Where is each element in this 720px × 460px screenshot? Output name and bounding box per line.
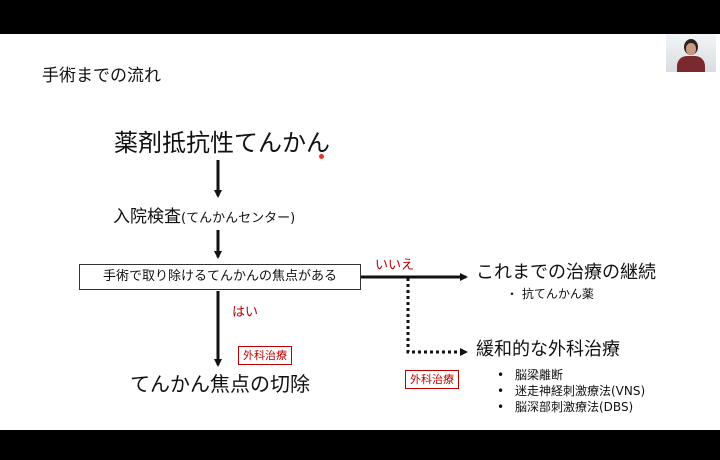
flow-arrows <box>214 160 468 367</box>
palliative-surgery-list: • 脳梁離断 • 迷走神経刺激療法(VNS) • 脳深部刺激療法(DBS) <box>497 367 645 415</box>
slide-title: 手術までの流れ <box>42 66 161 86</box>
surgery-tag-right: 外科治療 <box>405 370 459 389</box>
list-item-label: 脳深部刺激療法(DBS) <box>515 400 634 414</box>
bullet-icon: ・ <box>506 287 522 301</box>
step-hospital-exam: 入院検査(てんかんセンター) <box>113 209 295 226</box>
no-label: いいえ <box>375 258 415 273</box>
main-heading: 薬剤抵抗性てんかん <box>114 129 330 157</box>
decision-box: 手術で取り除けるてんかんの焦点がある <box>79 264 361 290</box>
presenter-body <box>677 56 705 72</box>
list-item-label: 迷走神経刺激療法(VNS) <box>515 384 646 398</box>
bullet-icon: • <box>497 368 505 382</box>
webcam-thumbnail[interactable] <box>666 34 716 72</box>
list-item-label: 脳梁離断 <box>515 368 564 382</box>
continue-treatment-item-label: 抗てんかん薬 <box>521 287 594 301</box>
dotted-arrow-icon <box>406 278 468 356</box>
list-item: • 迷走神経刺激療法(VNS) <box>497 383 645 399</box>
continue-treatment-item: ・ 抗てんかん薬 <box>506 288 594 300</box>
laser-pointer-dot <box>319 154 324 159</box>
bullet-icon: • <box>497 384 505 398</box>
palliative-surgery-heading: 緩和的な外科治療 <box>476 339 620 360</box>
list-item: • 脳梁離断 <box>497 367 645 383</box>
yes-label: はい <box>232 305 259 320</box>
step-hospital-exam-main: 入院検査 <box>113 207 181 227</box>
continue-treatment-heading: これまでの治療の継続 <box>476 262 656 283</box>
list-item: • 脳深部刺激療法(DBS) <box>497 399 645 415</box>
step-hospital-exam-sub: (てんかんセンター) <box>181 211 296 226</box>
focus-resection-result: てんかん焦点の切除 <box>130 372 310 396</box>
presenter-face <box>686 43 696 55</box>
bullet-icon: • <box>497 400 505 414</box>
surgery-tag-left: 外科治療 <box>238 346 292 365</box>
presentation-slide: 手術までの流れ 薬剤抵抗性てんかん 入院検査(てんかんセンター) 手術で取り除け… <box>0 34 720 430</box>
